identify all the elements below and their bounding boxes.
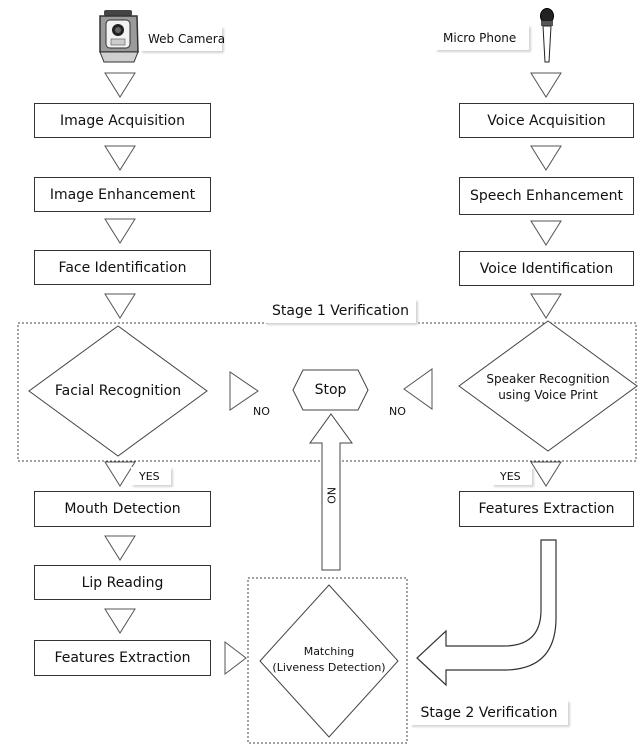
lip-reading-box: Lip Reading	[34, 565, 211, 600]
facial-recognition-diamond	[28, 325, 208, 457]
yes-label-right: YES	[492, 467, 532, 485]
arrow-down-speech	[530, 220, 562, 246]
stage2-region	[247, 577, 408, 744]
arrow-left-no-right	[403, 368, 433, 410]
speaker-recognition-diamond	[458, 320, 638, 452]
matching-line2: (Liveness Detection)	[272, 661, 386, 674]
speaker-recognition-label: Speaker Recognition using Voice Print	[469, 370, 627, 404]
microphone-label: Micro Phone	[435, 25, 529, 50]
stop-label: Stop	[314, 382, 347, 398]
stop-hexagon	[292, 369, 369, 411]
arrow-down-microphone	[530, 72, 562, 98]
arrow-down-mouth	[104, 535, 136, 561]
arrow-right-features	[224, 640, 247, 676]
arrow-up-no	[309, 413, 353, 571]
speech-enhancement-box: Speech Enhancement	[459, 177, 634, 215]
voice-acquisition-box: Voice Acquisition	[459, 103, 634, 138]
no-label-right: NO	[389, 405, 406, 418]
image-enhancement-box: Image Enhancement	[34, 177, 211, 212]
arrow-down-lip	[104, 608, 136, 634]
face-identification-box: Face Identification	[34, 250, 211, 285]
arrow-down-voice-acq	[530, 145, 562, 171]
arrow-down-facial-yes	[104, 461, 136, 487]
yes-label-left: YES	[131, 467, 171, 485]
speaker-recognition-line2: using Voice Print	[498, 388, 598, 402]
image-acquisition-box: Image Acquisition	[34, 103, 211, 138]
arrow-right-no-left	[229, 371, 259, 411]
no-label-left: NO	[253, 405, 270, 418]
features-extraction-left-box: Features Extraction	[34, 640, 211, 676]
arrow-down-speaker-yes	[530, 461, 562, 487]
voice-identification-box: Voice Identification	[459, 251, 634, 286]
curved-arrow-features	[416, 539, 557, 687]
arrow-down-voice-id	[530, 293, 562, 319]
no-label-vertical: NO	[324, 487, 338, 504]
matching-diamond	[259, 584, 399, 738]
mouth-detection-box: Mouth Detection	[34, 491, 211, 527]
facial-recognition-label: Facial Recognition	[54, 383, 182, 399]
arrow-down-acquisition	[104, 145, 136, 171]
features-extraction-right-box: Features Extraction	[459, 491, 634, 527]
matching-line1: Matching	[303, 645, 355, 658]
microphone-icon	[540, 8, 554, 63]
web-camera-icon	[99, 10, 139, 63]
stage2-label: Stage 2 Verification	[410, 700, 568, 725]
speaker-recognition-line1: Speaker Recognition	[486, 372, 610, 386]
matching-label: Matching (Liveness Detection)	[262, 642, 396, 678]
arrow-down-face-id	[104, 293, 136, 319]
arrow-down-enhancement	[104, 218, 136, 244]
arrow-down-camera	[104, 72, 136, 98]
web-camera-label: Web Camera	[140, 26, 225, 51]
stage1-label: Stage 1 Verification	[265, 299, 416, 323]
